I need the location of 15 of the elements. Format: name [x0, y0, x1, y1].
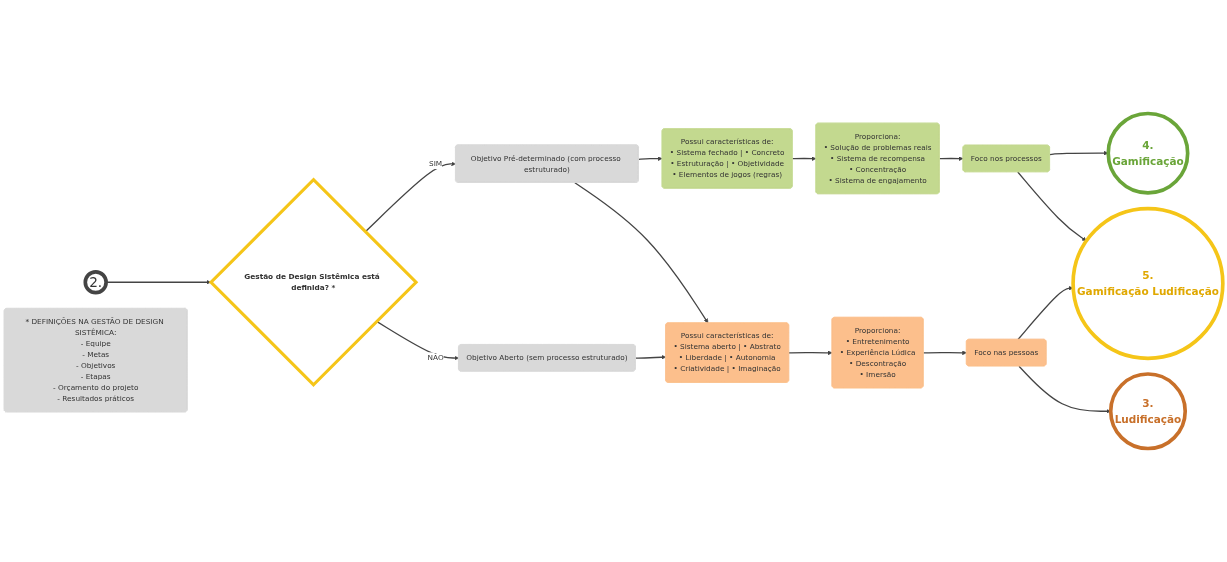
arrow	[105, 279, 211, 285]
arrow	[788, 350, 833, 356]
arrow	[376, 320, 459, 361]
node-circle: 4. Gamificação	[1106, 111, 1190, 195]
node-circle: 3. Ludificação	[1108, 372, 1188, 451]
node-circle: 2.	[83, 270, 108, 295]
arrow	[1017, 171, 1087, 242]
arrow	[922, 350, 967, 356]
arrow	[939, 156, 964, 161]
arrow	[364, 161, 456, 233]
arrow	[791, 156, 817, 161]
arrow	[635, 354, 667, 360]
node-circle: 5. Gamificação Ludificação	[1071, 206, 1225, 361]
arrow	[574, 182, 709, 324]
arrow	[638, 156, 663, 161]
